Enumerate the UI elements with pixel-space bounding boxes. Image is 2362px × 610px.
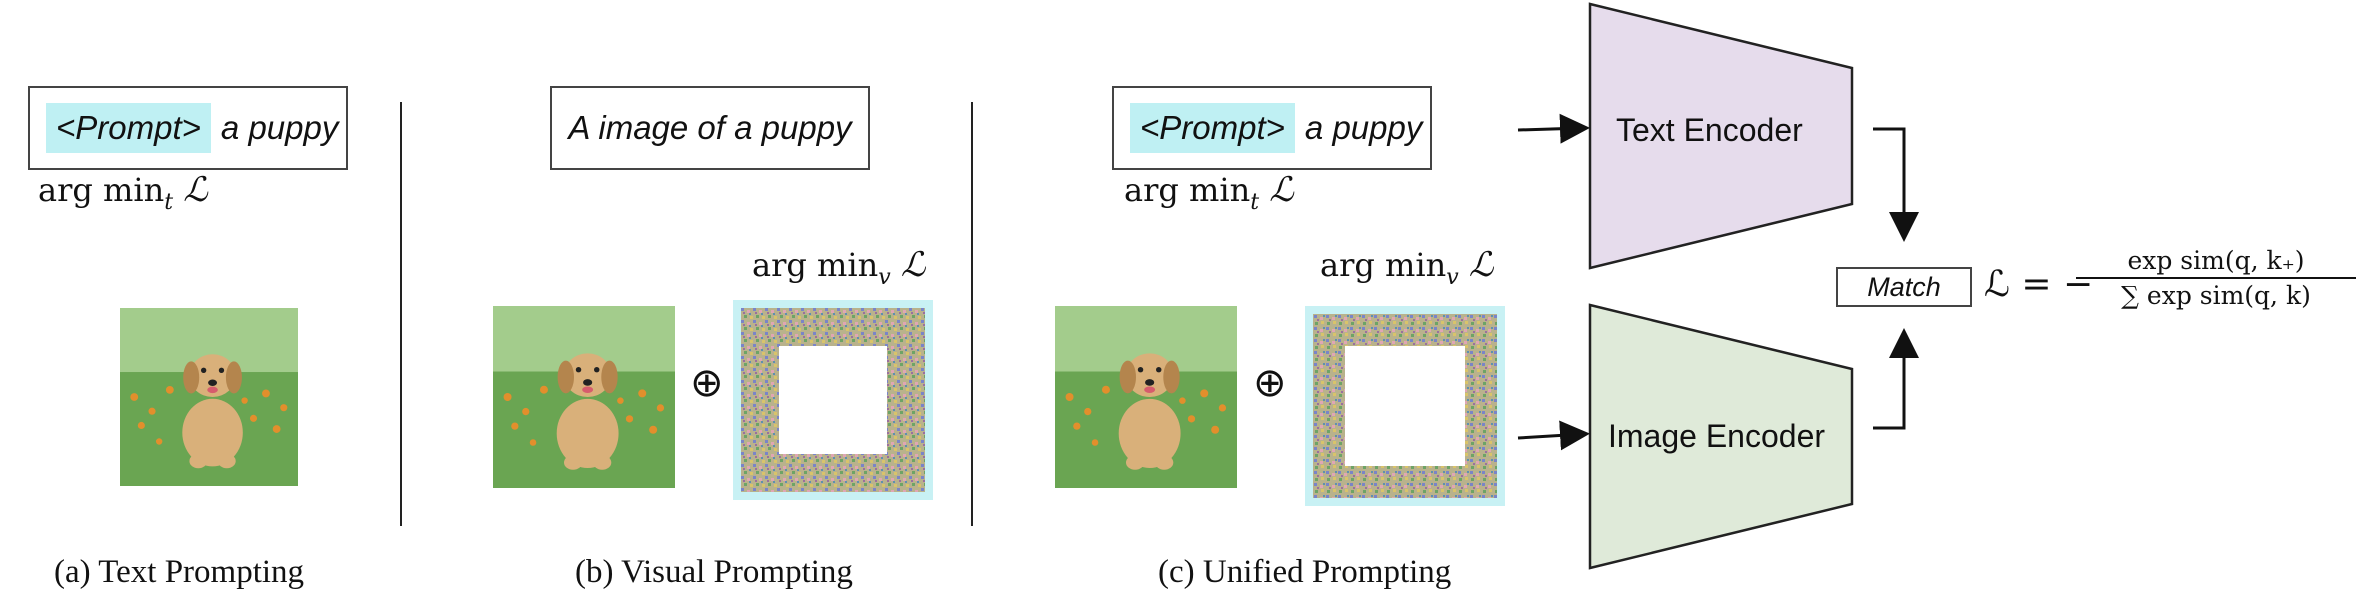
prompt-text: a puppy [220, 109, 339, 146]
visual-optimization-label: arg minv ℒ [752, 245, 925, 290]
loss-fraction: exp sim(q, k₊) ∑ exp sim(q, k) [2076, 246, 2356, 310]
puppy-image-b [493, 306, 675, 488]
text-prompt-box-c: <Prompt> a puppy [1112, 86, 1432, 170]
text-prompt-box-a: <Prompt> a puppy [28, 86, 348, 170]
argmin-text: arg min [1320, 246, 1447, 284]
loss-symbol: ℒ [1269, 170, 1294, 210]
loss-symbol: ℒ [1468, 245, 1494, 285]
argmin-subscript: t [1250, 190, 1260, 215]
match-box: Match [1836, 267, 1972, 307]
loss-symbol: ℒ [900, 245, 926, 285]
divider-ab [400, 102, 402, 526]
argmin-text: arg min [1124, 171, 1251, 209]
caption-c: (c) Unified Prompting [1158, 554, 1452, 590]
visual-prompt-noise [741, 308, 925, 492]
text-encoder-label: Text Encoder [1616, 112, 1803, 148]
fixed-prompt-text: A image of a puppy [568, 109, 852, 146]
argmin-subscript: v [878, 265, 891, 290]
caption-a: (a) Text Prompting [54, 554, 305, 590]
visual-prompt-noise [1313, 314, 1497, 498]
text-output-arrow [1873, 127, 1919, 242]
visual-prompt-frame-b [733, 300, 933, 500]
loss-numerator: exp sim(q, k₊) [2127, 246, 2305, 275]
learnable-prompt-token: <Prompt> [1130, 103, 1295, 153]
image-encoder-label: Image Encoder [1608, 418, 1826, 454]
argmin-subscript: t [164, 190, 174, 215]
puppy-image-a [120, 308, 298, 486]
text-input-arrow [1517, 113, 1590, 144]
visual-prompt-frame-c [1305, 306, 1505, 506]
prompt-text: a puppy [1304, 109, 1423, 146]
learnable-prompt-token: <Prompt> [46, 103, 211, 153]
caption-b: (b) Visual Prompting [575, 554, 853, 590]
argmin-text: arg min [38, 171, 165, 209]
fraction-bar [2076, 277, 2356, 279]
text-encoder-shape [1588, 2, 1854, 270]
add-operator-c: ⊕ [1253, 360, 1287, 406]
encoder-diagram [1517, 2, 1919, 570]
puppy-image-c [1055, 306, 1237, 488]
argmin-text: arg min [752, 246, 879, 284]
loss-symbol: ℒ [183, 170, 208, 210]
text-optimization-label-c: arg mint ℒ [1124, 170, 1294, 215]
add-operator-b: ⊕ [690, 360, 724, 406]
loss-denominator: ∑ exp sim(q, k) [2121, 281, 2311, 310]
loss-lhs: ℒ = − [1984, 264, 2094, 305]
divider-bc [971, 102, 973, 526]
fixed-text-prompt-box: A image of a puppy [550, 86, 870, 170]
image-output-arrow [1873, 328, 1919, 430]
argmin-subscript: v [1446, 265, 1459, 290]
visual-optimization-label-c: arg minv ℒ [1320, 245, 1493, 290]
text-optimization-label: arg mint ℒ [38, 170, 208, 215]
image-encoder-shape [1588, 303, 1854, 570]
image-input-arrow [1517, 420, 1590, 451]
